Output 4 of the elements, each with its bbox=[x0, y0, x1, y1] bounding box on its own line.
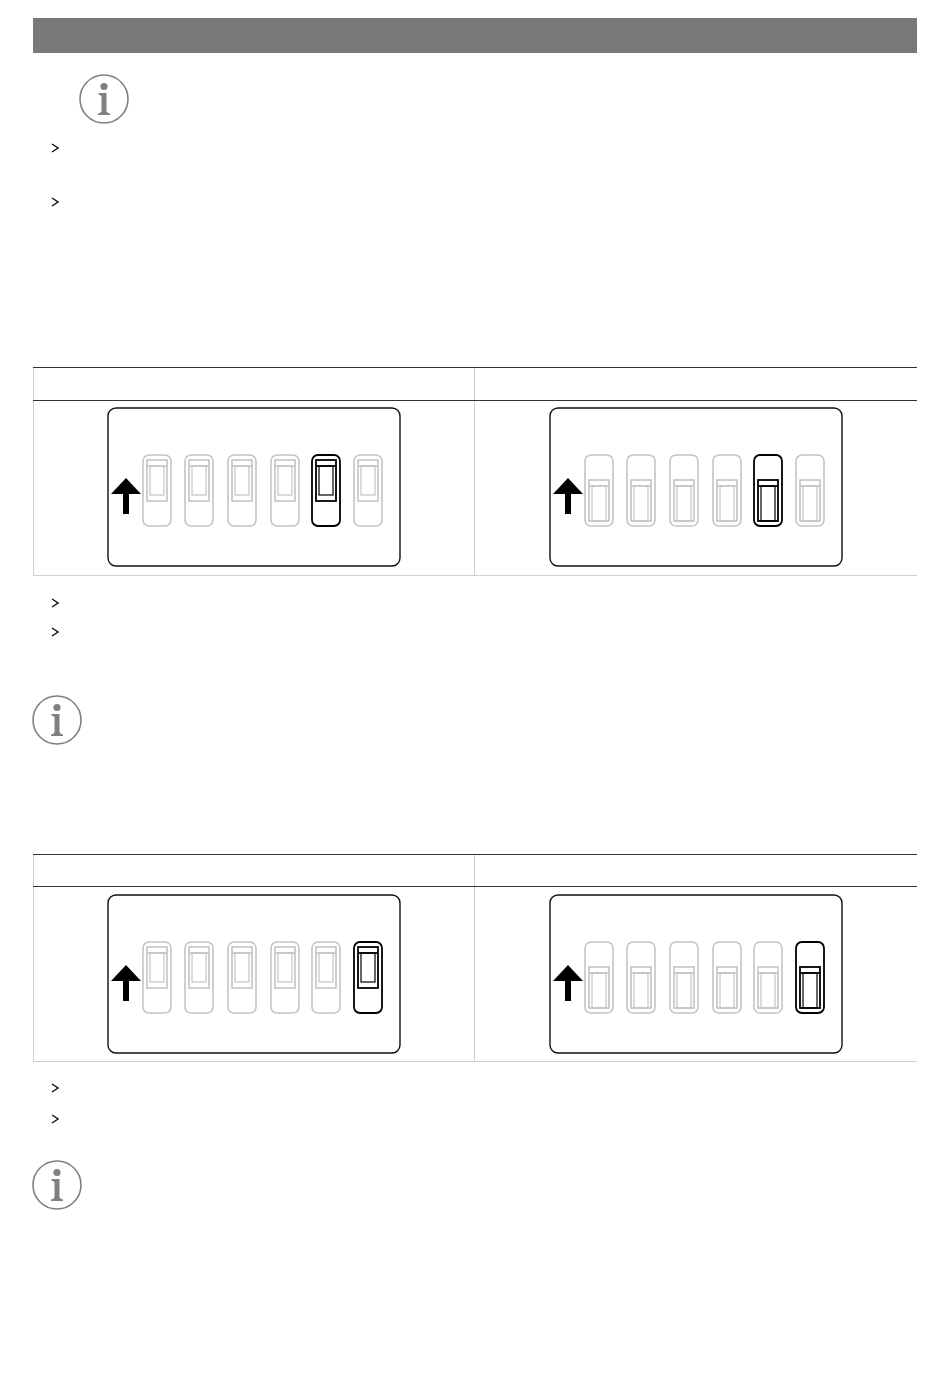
dip-switch-illustration bbox=[107, 894, 401, 1054]
dip-switch-illustration bbox=[107, 407, 401, 567]
dip-switch-illustration bbox=[549, 407, 843, 567]
dip-switch-illustration bbox=[549, 894, 843, 1054]
